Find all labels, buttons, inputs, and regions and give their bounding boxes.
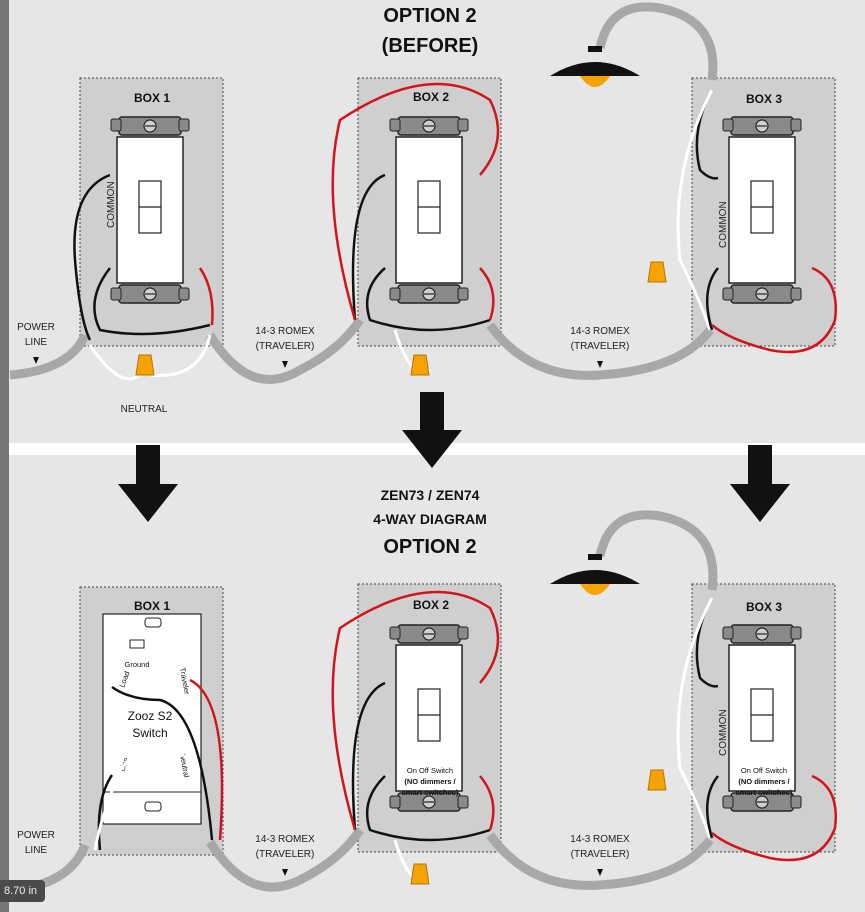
top-power-cable	[9, 333, 90, 380]
top-lamp-icon	[550, 46, 640, 87]
bottom-sw3-text2: (NO dimmers /	[738, 777, 790, 786]
bottom-title-line3: OPTION 2	[383, 536, 476, 558]
top-hot-wire	[73, 173, 111, 341]
bottom-sw2-text3: smart switches)	[402, 788, 459, 797]
arrow-down-icon	[730, 445, 790, 522]
top-romex-b-2: (TRAVELER)	[571, 341, 630, 352]
top-box3-label: BOX 3	[746, 92, 782, 106]
zooz-ground: Ground	[124, 660, 149, 669]
bottom-romex-b-1: 14-3 ROMEX	[570, 834, 630, 845]
bottom-common3: COMMON	[718, 709, 729, 756]
top-common3: COMMON	[718, 201, 729, 248]
zooz-label-1: Zooz S2	[128, 709, 173, 723]
top-romex-b-1: 14-3 ROMEX	[570, 326, 630, 337]
bottom-sw2-text2: (NO dimmers /	[404, 777, 456, 786]
zooz-label-2: Switch	[132, 726, 167, 740]
bottom-sw3-text1: On Off Switch	[741, 766, 787, 775]
bottom-section: ZEN73 / ZEN74 4-WAY DIAGRAM OPTION 2 BOX…	[9, 487, 837, 895]
top-romex-a-2: (TRAVELER)	[256, 341, 315, 352]
bottom-romex-a-2: (TRAVELER)	[256, 849, 315, 860]
bottom-title-line2: 4-WAY DIAGRAM	[373, 511, 487, 527]
arrow-down-icon	[118, 445, 178, 522]
ruler-measure-tag: 8.70 in	[0, 880, 46, 902]
top-power-line-1: POWER	[17, 322, 55, 333]
top-wire-nut-3	[647, 261, 667, 283]
bottom-box2-label: BOX 2	[413, 598, 449, 612]
top-switch1	[110, 116, 190, 304]
top-wire-nut-1	[135, 354, 155, 376]
bottom-sw2-text1: On Off Switch	[407, 766, 453, 775]
top-common1: COMMON	[106, 181, 117, 228]
bottom-power-line-2: LINE	[25, 845, 48, 856]
bottom-box1-label: BOX 1	[134, 599, 170, 613]
arrow-down-icon	[402, 392, 462, 468]
bottom-lamp-icon	[550, 554, 640, 595]
top-title-line2: (BEFORE)	[382, 35, 479, 57]
top-wire-nut-2	[410, 354, 430, 376]
bottom-box3-label: BOX 3	[746, 600, 782, 614]
top-power-line-2: LINE	[25, 337, 48, 348]
down-arrows	[118, 392, 790, 522]
left-edge-bar	[0, 0, 9, 912]
top-switch3	[722, 116, 802, 304]
zooz-s2-switch: Ground Load Line Traveler Neutral Zooz S…	[102, 613, 202, 825]
top-box2-label: BOX 2	[413, 90, 449, 104]
top-lamp-cable	[595, 2, 718, 81]
top-box1-label: BOX 1	[134, 91, 170, 105]
bottom-sw3-text3: smart switches)	[736, 788, 793, 797]
top-neutral-label: NEUTRAL	[121, 404, 168, 415]
top-romex-a-1: 14-3 ROMEX	[255, 326, 315, 337]
bottom-power-line-1: POWER	[17, 830, 55, 841]
bottom-romex-b-2: (TRAVELER)	[571, 849, 630, 860]
top-title-line1: OPTION 2	[383, 5, 476, 27]
top-traveler-cable-a	[206, 317, 364, 384]
bottom-title-line1: ZEN73 / ZEN74	[381, 487, 480, 503]
bottom-wire-nut-3	[647, 769, 667, 791]
bottom-romex-a-1: 14-3 ROMEX	[255, 834, 315, 845]
bottom-wire-nut-2	[410, 863, 430, 885]
top-switch2	[389, 116, 469, 304]
top-section: OPTION 2 (BEFORE) BOX 1 BOX 2 BOX 3 COMM…	[9, 2, 837, 415]
top-traveler-cable-b	[486, 322, 714, 380]
